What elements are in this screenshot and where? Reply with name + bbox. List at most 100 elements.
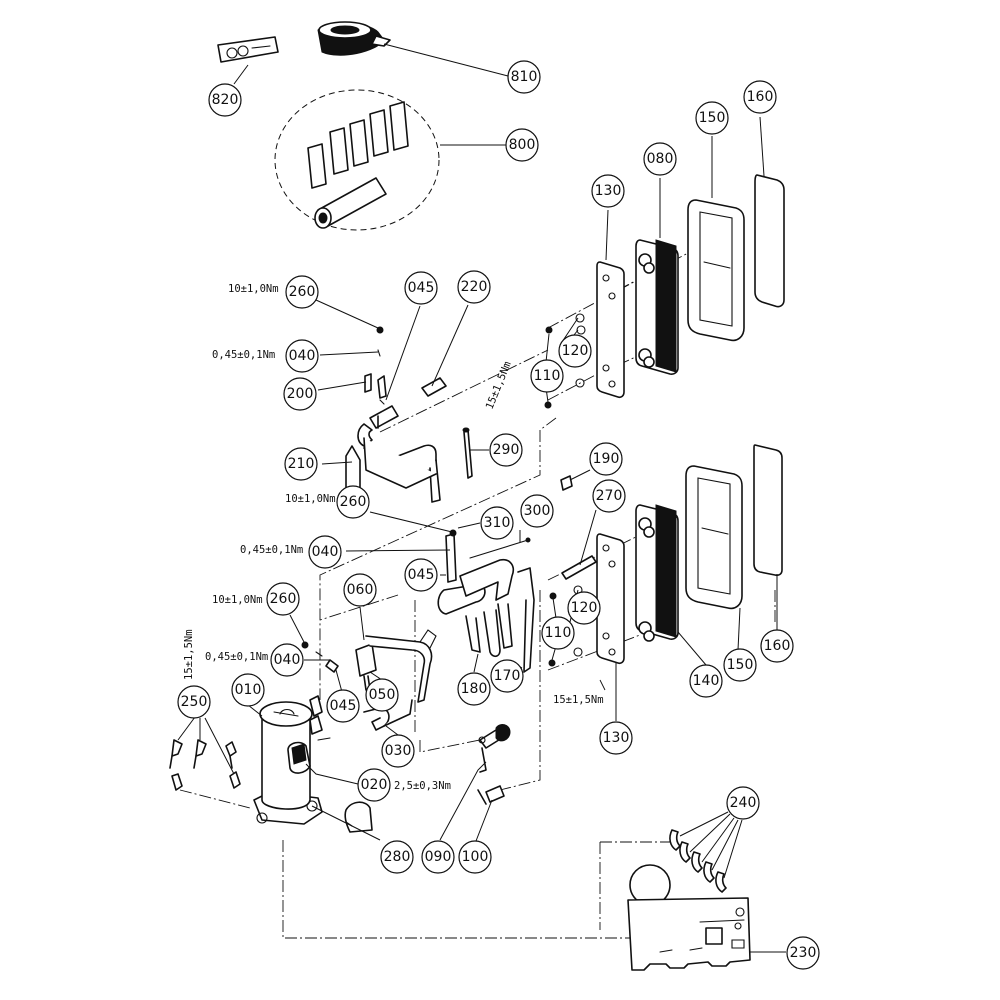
callout-number: 250 (181, 694, 208, 710)
callout-030: 030 (381, 734, 415, 768)
callout-045: 045 (326, 689, 360, 723)
callout-800: 800 (505, 128, 539, 162)
callout-number: 060 (347, 582, 374, 598)
callout-number: 300 (524, 503, 551, 519)
torque-label: 2,5±0,3Nm (394, 780, 451, 792)
callout-number: 040 (312, 544, 339, 560)
callout-080: 080 (643, 142, 677, 176)
callout-120: 120 (558, 334, 592, 368)
callout-040: 040 (285, 339, 319, 373)
callout-180: 180 (457, 672, 491, 706)
callout-060: 060 (343, 573, 377, 607)
callout-number: 200 (287, 386, 314, 402)
callout-number: 260 (289, 284, 316, 300)
callout-110: 110 (530, 359, 564, 393)
callout-number: 160 (747, 89, 774, 105)
leader-lines (177, 43, 786, 953)
callout-number: 045 (408, 280, 435, 296)
torque-label: 10±1,0Nm (285, 493, 336, 505)
callout-number: 170 (494, 668, 521, 684)
callout-020: 020 (357, 768, 391, 802)
torque-annotations: 10±1,0Nm 0,45±0,1Nm 15±1,5Nm 10±1,0Nm 0,… (183, 283, 604, 792)
callout-140: 140 (689, 664, 723, 698)
callout-230: 230 (786, 936, 820, 970)
callout-number: 230 (790, 945, 817, 961)
callout-number: 100 (462, 849, 489, 865)
callout-number: 810 (511, 69, 538, 85)
callout-number: 040 (274, 652, 301, 668)
callout-number: 110 (545, 625, 572, 641)
callout-number: 210 (288, 456, 315, 472)
terminal-cover (344, 801, 373, 833)
callout-number: 130 (603, 730, 630, 746)
service-valves (477, 724, 511, 805)
torque-label: 15±1,5Nm (183, 629, 195, 680)
callout-170: 170 (490, 659, 524, 693)
torque-label: 10±1,0Nm (212, 594, 263, 606)
callout-260: 260 (285, 275, 319, 309)
torque-label: 15±1,5Nm (484, 360, 514, 411)
callout-310: 310 (480, 506, 514, 540)
callout-number: 270 (596, 488, 623, 504)
mounting-bolts (169, 739, 241, 791)
upper-piping (345, 326, 473, 503)
callout-270: 270 (592, 479, 626, 513)
callout-number: 820 (212, 92, 239, 108)
callout-130: 130 (599, 721, 633, 755)
callout-040: 040 (270, 643, 304, 677)
callout-160: 160 (760, 629, 794, 663)
cable-ties (669, 829, 727, 893)
callout-150: 150 (695, 101, 729, 135)
callout-number: 120 (562, 343, 589, 359)
callouts: 820 810 800 160 150 080 130 260 045 220 … (177, 60, 820, 970)
callout-number: 110 (534, 368, 561, 384)
callout-number: 130 (595, 183, 622, 199)
callout-number: 080 (647, 151, 674, 167)
callout-240: 240 (726, 786, 760, 820)
label-sticker (217, 36, 279, 63)
torque-label: 0,45±0,1Nm (240, 544, 303, 556)
callout-number: 150 (727, 657, 754, 673)
callout-260: 260 (266, 582, 300, 616)
torque-label: 10±1,0Nm (228, 283, 279, 295)
callout-810: 810 (507, 60, 541, 94)
callout-number: 260 (270, 591, 297, 607)
control-board (627, 864, 751, 971)
callout-number: 030 (385, 743, 412, 759)
callout-number: 010 (235, 682, 262, 698)
callout-045: 045 (404, 271, 438, 305)
callout-number: 290 (493, 442, 520, 458)
callout-number: 090 (425, 849, 452, 865)
callout-number: 045 (408, 567, 435, 583)
lower-piping (301, 529, 535, 731)
lower-plate-heat-exchanger (548, 444, 783, 667)
compressor (253, 695, 331, 825)
callout-200: 200 (283, 377, 317, 411)
callout-040: 040 (308, 535, 342, 569)
callout-number: 150 (699, 110, 726, 126)
callout-100: 100 (458, 840, 492, 874)
callout-number: 040 (289, 348, 316, 364)
callout-010: 010 (231, 673, 265, 707)
callout-220: 220 (457, 270, 491, 304)
callout-300: 300 (520, 494, 554, 528)
callout-number: 800 (509, 137, 536, 153)
callout-number: 140 (693, 673, 720, 689)
upper-plate-heat-exchanger (544, 174, 785, 409)
callout-number: 260 (340, 494, 367, 510)
callout-number: 020 (361, 777, 388, 793)
callout-number: 120 (571, 600, 598, 616)
insulation-tape-roll (317, 21, 391, 56)
callout-number: 160 (764, 638, 791, 654)
callout-110: 110 (541, 616, 575, 650)
callout-number: 220 (461, 279, 488, 295)
callout-260: 260 (336, 485, 370, 519)
callout-120: 120 (567, 591, 601, 625)
callout-045: 045 (404, 558, 438, 592)
callout-250: 250 (177, 685, 211, 719)
callout-280: 280 (380, 840, 414, 874)
callout-number: 190 (593, 451, 620, 467)
torque-label: 15±1,5Nm (553, 694, 604, 706)
callout-number: 045 (330, 698, 357, 714)
